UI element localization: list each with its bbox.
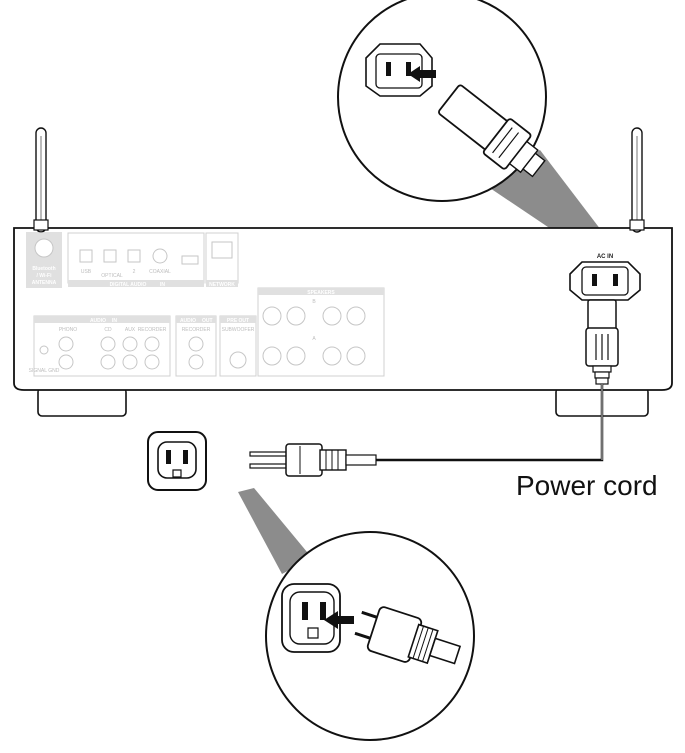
analog-input-label-2: CD — [104, 327, 112, 333]
antenna-label-line3: ANTENNA — [32, 280, 57, 286]
digital-input-label-2: OPTICAL — [101, 273, 123, 279]
antenna-left — [33, 127, 49, 233]
network-label: NETWORK — [209, 282, 235, 288]
ac-inlet-socket — [569, 261, 641, 301]
digital-input-label-4: COAXIAL — [149, 269, 171, 275]
nema-plug — [249, 443, 377, 477]
wall-outlet — [147, 431, 207, 491]
audio-out-badge: OUT — [202, 318, 213, 324]
antenna-label-line1: Bluetooth — [32, 266, 55, 272]
audio-in-label: AUDIO — [90, 318, 106, 324]
digital-input-label-1: USB — [81, 269, 92, 275]
insert-arrow-top — [408, 66, 436, 82]
analog-input-label-3: AUX — [125, 327, 136, 333]
insert-arrow-bottom — [324, 611, 354, 629]
audio-out-label: AUDIO — [180, 318, 196, 324]
audio-in-badge: IN — [112, 318, 117, 324]
zoom-circle-bottom — [265, 531, 475, 741]
speakers-label: SPEAKERS — [307, 290, 335, 296]
antenna-label-line2: / Wi-Fi — [37, 273, 53, 279]
digital-audio-in-label: DIGITAL AUDIO — [110, 282, 147, 288]
subwoofer-label: SUBWOOFER — [222, 327, 255, 333]
callout-cone-bottom — [238, 488, 312, 574]
analog-input-label-4: RECORDER — [138, 327, 167, 333]
ac-in-label: AC IN — [597, 254, 613, 260]
amp-foot-left — [37, 387, 127, 417]
speaker-channel-b: B — [312, 299, 316, 305]
antenna-right — [629, 127, 645, 233]
signal-gnd-label: SIGNAL GND — [29, 368, 60, 374]
amplifier-rear-panel: Bluetooth / Wi-Fi ANTENNA USB OPTICAL 2 … — [13, 127, 673, 417]
power-cord-label: Power cord — [516, 470, 658, 501]
iec-plug — [585, 299, 619, 385]
pre-out-label: PRE OUT — [227, 318, 249, 324]
recorder-out-label: RECORDER — [182, 327, 211, 333]
analog-input-label-1: PHONO — [59, 327, 77, 333]
zoom-circle-top — [337, 0, 547, 202]
connector-panel: Bluetooth / Wi-Fi ANTENNA USB OPTICAL 2 … — [26, 232, 385, 377]
speaker-channel-a: A — [312, 336, 316, 342]
digital-input-label-3: 2 — [133, 269, 136, 275]
digital-audio-in-badge: IN — [160, 282, 165, 288]
